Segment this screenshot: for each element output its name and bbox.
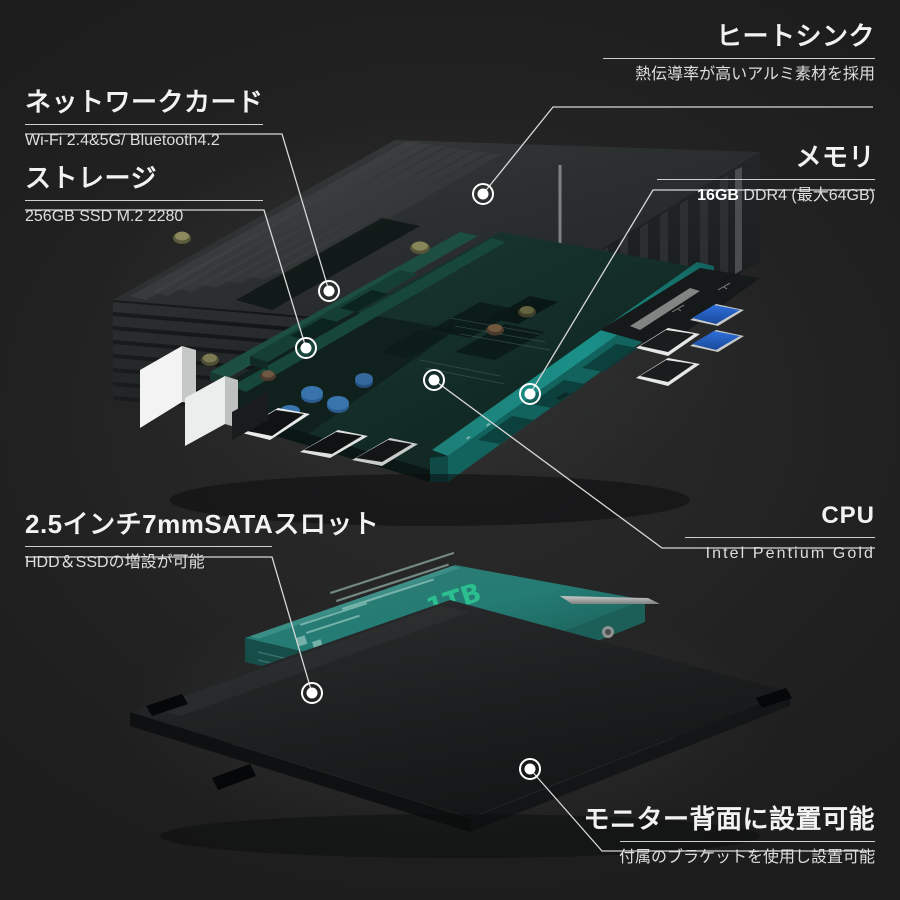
callout-sata-slot: 2.5インチ7mmSATAスロット HDD＆SSDの増設が可能 — [25, 509, 380, 573]
callout-rule-network-card — [25, 124, 263, 126]
callout-memory: メモリ 16GB DDR4 (最大64GB) — [657, 142, 875, 206]
callout-storage: ストレージ 256GB SSD M.2 2280 — [25, 163, 263, 227]
callout-rule-monitor-mount — [620, 841, 875, 843]
callout-heatsink: ヒートシンク 熱伝導率が高いアルミ素材を採用 — [603, 21, 875, 85]
callout-title-monitor-mount: モニター背面に設置可能 — [583, 804, 875, 834]
callout-title-sata-slot: 2.5インチ7mmSATAスロット — [25, 509, 380, 539]
callout-sub-cpu: Intel Pentium Gold — [705, 544, 875, 562]
callout-title-cpu: CPU — [821, 502, 875, 529]
callout-rule-memory — [657, 179, 875, 181]
callout-sub-heatsink: 熱伝導率が高いアルミ素材を採用 — [635, 66, 875, 84]
callout-sub-memory-rest: DDR4 (最大64GB) — [743, 187, 875, 205]
callout-rule-storage — [25, 200, 263, 202]
callout-title-memory: メモリ — [795, 142, 875, 172]
callout-rule-cpu — [685, 536, 875, 538]
callout-sub-network-card: Wi-Fi 2.4&5G/ Bluetooth4.2 — [25, 132, 220, 150]
callout-sub-sata-slot: HDD＆SSDの増設が可能 — [25, 554, 205, 572]
callout-cpu: CPU Intel Pentium Gold — [685, 502, 875, 564]
callout-sub-memory-bold: 16GB — [697, 187, 739, 205]
callout-network-card: ネットワークカード Wi-Fi 2.4&5G/ Bluetooth4.2 — [25, 87, 264, 151]
callout-title-storage: ストレージ — [25, 163, 157, 193]
callout-title-heatsink: ヒートシンク — [715, 21, 875, 51]
callout-sub-storage: 256GB SSD M.2 2280 — [25, 208, 184, 226]
callout-rule-heatsink — [603, 58, 875, 60]
callout-sub-memory: 16GB DDR4 (最大64GB) — [657, 186, 875, 206]
callout-rule-sata-slot — [25, 546, 272, 548]
callout-sub-monitor-mount: 付属のブラケットを使用し設置可能 — [618, 849, 875, 867]
callout-monitor-mount: モニター背面に設置可能 付属のブラケットを使用し設置可能 — [583, 804, 875, 868]
front-ports — [140, 346, 418, 466]
callout-title-network-card: ネットワークカード — [25, 87, 264, 117]
